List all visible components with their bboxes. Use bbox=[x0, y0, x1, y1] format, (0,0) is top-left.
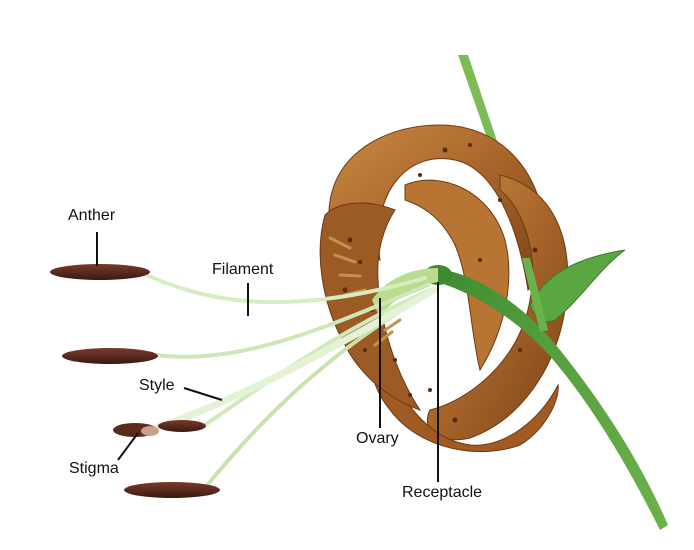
petal-inner bbox=[404, 179, 510, 372]
anther-label: Anther bbox=[68, 207, 116, 224]
filament-3 bbox=[203, 288, 432, 427]
leaf-stalk bbox=[522, 258, 548, 332]
stigma-leader bbox=[117, 432, 139, 461]
petals bbox=[319, 124, 569, 453]
style-label: Style bbox=[139, 377, 175, 394]
leader-lines bbox=[96, 232, 439, 482]
stigma-tip bbox=[141, 426, 159, 436]
anther-3 bbox=[124, 482, 220, 498]
petal-spots bbox=[342, 143, 542, 423]
anther-4 bbox=[158, 420, 206, 432]
ovary-label: Ovary bbox=[356, 430, 399, 447]
upper-stem bbox=[458, 55, 500, 152]
stigma-label: Stigma bbox=[69, 460, 119, 477]
style-stalk bbox=[146, 286, 438, 434]
receptacle-label: Receptacle bbox=[402, 484, 483, 501]
filaments bbox=[138, 270, 438, 490]
anthers bbox=[50, 264, 220, 498]
anther-1 bbox=[50, 264, 150, 280]
petal-left bbox=[319, 202, 422, 411]
style-leader bbox=[183, 387, 223, 401]
filament-1 bbox=[138, 270, 427, 305]
filament-label: Filament bbox=[212, 261, 274, 278]
petal-bottom bbox=[370, 339, 559, 453]
filament-2 bbox=[153, 283, 430, 359]
anther-2 bbox=[62, 348, 158, 364]
